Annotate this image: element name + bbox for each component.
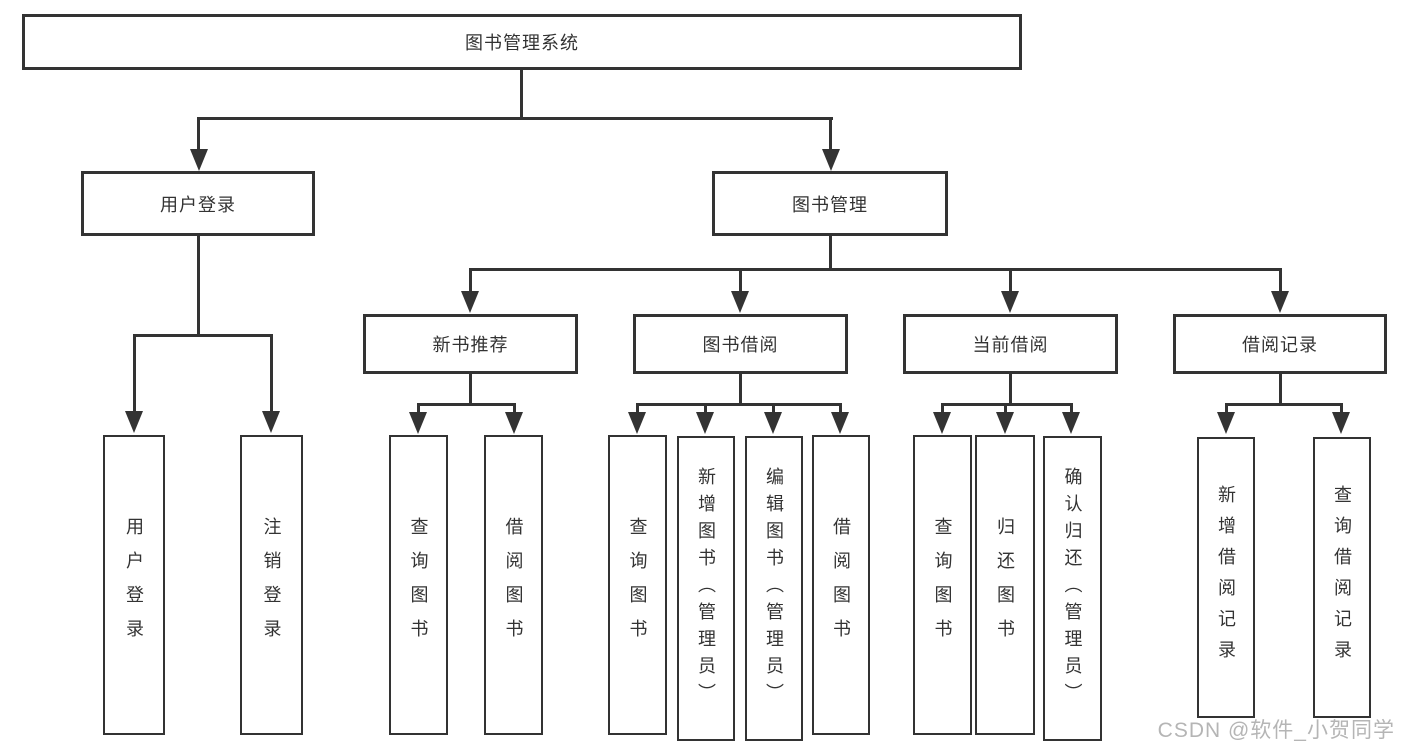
connector-bookmgmt-drop-2 <box>739 268 742 293</box>
leaf-bb-borrow-book-label: 借阅图书 <box>831 517 851 653</box>
connector-cb-bar <box>941 403 1073 406</box>
leaf-bb-query-book: 查询图书 <box>608 435 667 735</box>
connector-br-drop-2 <box>1340 403 1343 414</box>
connector-root-stem <box>520 70 523 119</box>
arrow-to-cb-confirm-return <box>1062 412 1080 434</box>
leaf-cb-return-book-label: 归还图书 <box>995 517 1015 653</box>
node-book-mgmt-label: 图书管理 <box>792 194 868 215</box>
leaf-rec-query-book: 查询图书 <box>389 435 448 735</box>
node-book-borrow: 图书借阅 <box>633 314 848 374</box>
arrow-to-bb-query-book <box>628 412 646 434</box>
node-borrow-record-label: 借阅记录 <box>1242 335 1318 355</box>
arrow-to-cb-query-book <box>933 412 951 434</box>
node-borrow-record: 借阅记录 <box>1173 314 1387 374</box>
connector-br-stem <box>1279 374 1282 405</box>
connector-cb-stem <box>1009 374 1012 405</box>
csdn-watermark: CSDN @软件_小贺同学 <box>1157 719 1395 742</box>
connector-cb-drop-3 <box>1070 403 1073 414</box>
connector-rec-stem <box>469 374 472 405</box>
leaf-user-login-label: 用户登录 <box>124 517 144 653</box>
connector-bb-bar <box>636 403 842 406</box>
arrow-to-user-login <box>190 149 208 171</box>
arrow-to-cb-return-book <box>996 412 1014 434</box>
leaf-cb-confirm-return: 确认归还（管理员） <box>1043 436 1102 741</box>
node-user-login: 用户登录 <box>81 171 315 236</box>
connector-bookmgmt-stem <box>829 236 832 271</box>
connector-rec-drop-2 <box>513 403 516 414</box>
leaf-bb-add-book: 新增图书（管理员） <box>677 436 735 741</box>
connector-rec-drop-1 <box>417 403 420 414</box>
connector-bb-stem <box>739 374 742 405</box>
leaf-bb-query-book-label: 查询图书 <box>627 517 648 653</box>
node-root-label: 图书管理系统 <box>465 33 579 53</box>
connector-bookmgmt-drop-3 <box>1009 268 1012 293</box>
connector-bb-drop-3 <box>772 403 775 414</box>
leaf-cb-confirm-return-label: 确认归还（管理员） <box>1062 467 1083 710</box>
connector-userlogin-drop-2 <box>270 334 273 412</box>
leaf-cb-query-book-label: 查询图书 <box>932 517 953 653</box>
connector-bb-drop-4 <box>839 403 842 414</box>
connector-bookmgmt-drop-4 <box>1279 268 1282 293</box>
node-root: 图书管理系统 <box>22 14 1022 70</box>
connector-root-bar <box>197 117 833 120</box>
connector-cb-drop-1 <box>941 403 944 414</box>
connector-userlogin-stem <box>197 236 200 337</box>
arrow-to-leaf-user-login <box>125 411 143 433</box>
arrow-to-book-borrow <box>731 291 749 313</box>
connector-bb-drop-2 <box>704 403 707 414</box>
leaf-br-query-record-label: 查询借阅记录 <box>1332 484 1352 671</box>
leaf-br-query-record: 查询借阅记录 <box>1313 437 1371 718</box>
leaf-bb-edit-book: 编辑图书（管理员） <box>745 436 803 741</box>
arrow-to-borrow-record <box>1271 291 1289 313</box>
node-book-mgmt: 图书管理 <box>712 171 948 236</box>
connector-bookmgmt-drop-1 <box>469 268 472 293</box>
connector-root-drop-left <box>197 117 200 151</box>
leaf-rec-borrow-book-label: 借阅图书 <box>503 517 524 653</box>
arrow-to-br-add-record <box>1217 412 1235 434</box>
node-new-book-rec: 新书推荐 <box>363 314 578 374</box>
connector-root-drop-right <box>829 117 832 151</box>
leaf-bb-edit-book-label: 编辑图书（管理员） <box>764 467 784 710</box>
connector-userlogin-bar <box>133 334 273 337</box>
arrow-to-rec-borrow-book <box>505 412 523 434</box>
leaf-cb-query-book: 查询图书 <box>913 435 972 735</box>
leaf-bb-add-book-label: 新增图书（管理员） <box>696 467 716 710</box>
leaf-logout: 注销登录 <box>240 435 303 735</box>
leaf-bb-borrow-book: 借阅图书 <box>812 435 870 735</box>
leaf-rec-query-book-label: 查询图书 <box>408 517 429 653</box>
leaf-user-login: 用户登录 <box>103 435 165 735</box>
connector-bb-drop-1 <box>636 403 639 414</box>
connector-br-drop-1 <box>1225 403 1228 414</box>
arrow-to-br-query-record <box>1332 412 1350 434</box>
connector-br-bar <box>1225 403 1343 406</box>
node-new-book-rec-label: 新书推荐 <box>432 335 509 355</box>
connector-cb-drop-2 <box>1004 403 1007 414</box>
arrow-to-rec-query-book <box>409 412 427 434</box>
leaf-br-add-record: 新增借阅记录 <box>1197 437 1255 718</box>
connector-bookmgmt-bar <box>469 268 1282 271</box>
leaf-rec-borrow-book: 借阅图书 <box>484 435 543 735</box>
arrow-to-book-mgmt <box>822 149 840 171</box>
node-current-borrow-label: 当前借阅 <box>972 335 1049 355</box>
arrow-to-current-borrow <box>1001 291 1019 313</box>
arrow-to-leaf-logout <box>262 411 280 433</box>
leaf-br-add-record-label: 新增借阅记录 <box>1216 484 1236 671</box>
arrow-to-bb-edit-book <box>764 412 782 434</box>
node-book-borrow-label: 图书借阅 <box>702 335 779 355</box>
node-user-login-label: 用户登录 <box>160 194 236 215</box>
arrow-to-bb-borrow-book <box>831 412 849 434</box>
leaf-logout-label: 注销登录 <box>261 517 282 653</box>
connector-rec-bar <box>417 403 516 406</box>
node-current-borrow: 当前借阅 <box>903 314 1118 374</box>
leaf-cb-return-book: 归还图书 <box>975 435 1035 735</box>
arrow-to-new-book-rec <box>461 291 479 313</box>
arrow-to-bb-add-book <box>696 412 714 434</box>
connector-userlogin-drop-1 <box>133 334 136 412</box>
